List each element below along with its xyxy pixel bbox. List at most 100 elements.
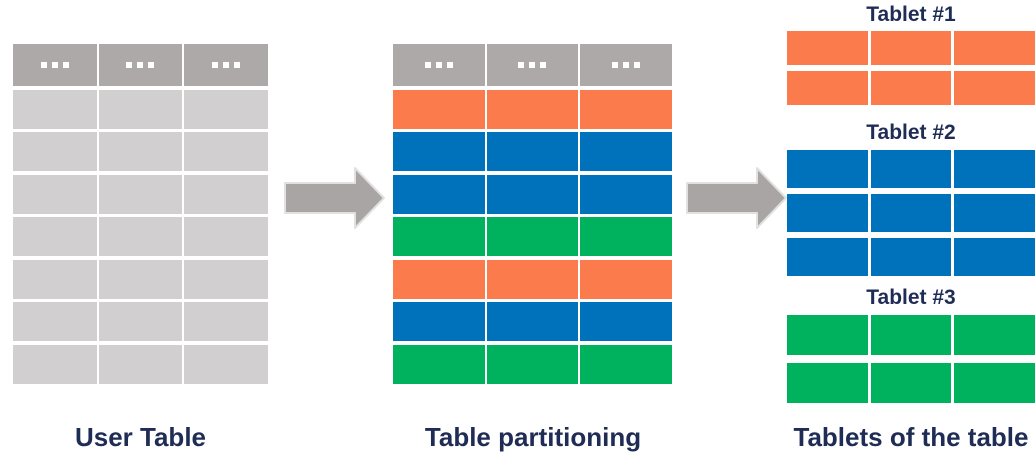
table-cell — [184, 89, 268, 129]
tablet-cell — [787, 194, 868, 232]
tablet-row — [787, 31, 1035, 65]
header-cell — [580, 44, 672, 86]
table-cell — [184, 259, 268, 299]
table-cell — [13, 259, 97, 299]
tablet-cell — [954, 363, 1035, 403]
table-cell — [486, 132, 579, 171]
user-table — [13, 44, 268, 384]
table-cell — [393, 302, 485, 341]
table-cell — [98, 132, 183, 171]
tablet-row — [787, 194, 1035, 232]
tablet-2-title: Tablet #2 — [866, 121, 956, 144]
table-cell — [486, 259, 579, 299]
table-row — [13, 217, 268, 256]
ellipsis-dot — [51, 62, 58, 68]
header-cell — [184, 44, 268, 86]
table-cell — [98, 259, 183, 299]
arrow-left-to-middle — [284, 167, 385, 229]
table-row — [13, 132, 268, 171]
table-cell — [393, 89, 485, 129]
table-cell — [393, 132, 485, 171]
tablet-3-title: Tablet #3 — [866, 286, 956, 309]
header-cell — [393, 44, 485, 86]
tablet-cell — [870, 238, 952, 276]
table-cell — [580, 259, 672, 299]
table-cell — [486, 302, 579, 341]
table-cell — [184, 302, 268, 341]
right-arrow-shape — [284, 167, 385, 229]
tablet-3-table — [787, 315, 1035, 403]
table-cell — [393, 259, 485, 299]
ellipsis-dot — [62, 62, 69, 68]
table-cell — [13, 217, 97, 256]
tablet-1-table — [787, 31, 1035, 105]
table-cell — [393, 344, 485, 384]
table-cell — [580, 344, 672, 384]
tablet-row — [787, 315, 1035, 355]
table-cell — [580, 132, 672, 171]
tablet-row — [787, 363, 1035, 403]
table-row — [13, 174, 268, 214]
ellipsis-dot — [212, 62, 219, 68]
user-table-caption: User Table — [74, 422, 206, 452]
table-cell — [184, 132, 268, 171]
tablet-cell — [954, 194, 1035, 232]
table-cell — [13, 174, 97, 214]
tablet-row — [787, 150, 1035, 188]
table-row — [393, 174, 672, 214]
table-cell — [98, 302, 183, 341]
ellipsis-dot — [234, 62, 241, 68]
table-header-row — [13, 44, 268, 86]
tablet-cell — [870, 363, 952, 403]
partitioned-table — [393, 44, 672, 384]
table-row — [393, 302, 672, 341]
tablet-cell — [870, 315, 952, 355]
table-cell — [393, 174, 485, 214]
tablet-cell — [787, 71, 868, 105]
ellipsis-dot — [612, 62, 619, 68]
table-cell — [98, 217, 183, 256]
tablet-cell — [954, 315, 1035, 355]
header-cell — [486, 44, 579, 86]
ellipsis-dot — [148, 62, 155, 68]
table-cell — [580, 217, 672, 256]
tablet-cell — [787, 363, 868, 403]
table-cell — [486, 89, 579, 129]
table-row — [13, 344, 268, 384]
table-cell — [486, 217, 579, 256]
table-cell — [98, 344, 183, 384]
tablet-row — [787, 238, 1035, 276]
table-cell — [393, 217, 485, 256]
ellipsis-dot — [623, 62, 630, 68]
header-cell — [13, 44, 97, 86]
table-row — [13, 89, 268, 129]
table-row — [13, 259, 268, 299]
ellipsis-dot — [137, 62, 144, 68]
tablet-2-table — [787, 150, 1035, 276]
tablet-cell — [954, 238, 1035, 276]
table-cell — [13, 132, 97, 171]
table-row — [393, 344, 672, 384]
ellipsis-dot — [40, 62, 47, 68]
ellipsis-dot — [540, 62, 547, 68]
table-cell — [184, 344, 268, 384]
table-row — [13, 302, 268, 341]
tablet-cell — [787, 150, 868, 188]
header-cell — [98, 44, 183, 86]
ellipsis-dot — [529, 62, 536, 68]
right-arrow-shape — [686, 167, 787, 229]
ellipsis-dot — [435, 62, 442, 68]
tablets-caption: Tablets of the table — [793, 422, 1029, 452]
table-cell — [486, 344, 579, 384]
tablet-cell — [787, 315, 868, 355]
table-header-row — [393, 44, 672, 86]
table-row — [393, 132, 672, 171]
tablet-1-title: Tablet #1 — [866, 3, 956, 26]
tablet-cell — [787, 31, 868, 65]
table-row — [393, 217, 672, 256]
tablet-cell — [870, 150, 952, 188]
table-cell — [580, 174, 672, 214]
ellipsis-dot — [634, 62, 641, 68]
table-cell — [184, 174, 268, 214]
